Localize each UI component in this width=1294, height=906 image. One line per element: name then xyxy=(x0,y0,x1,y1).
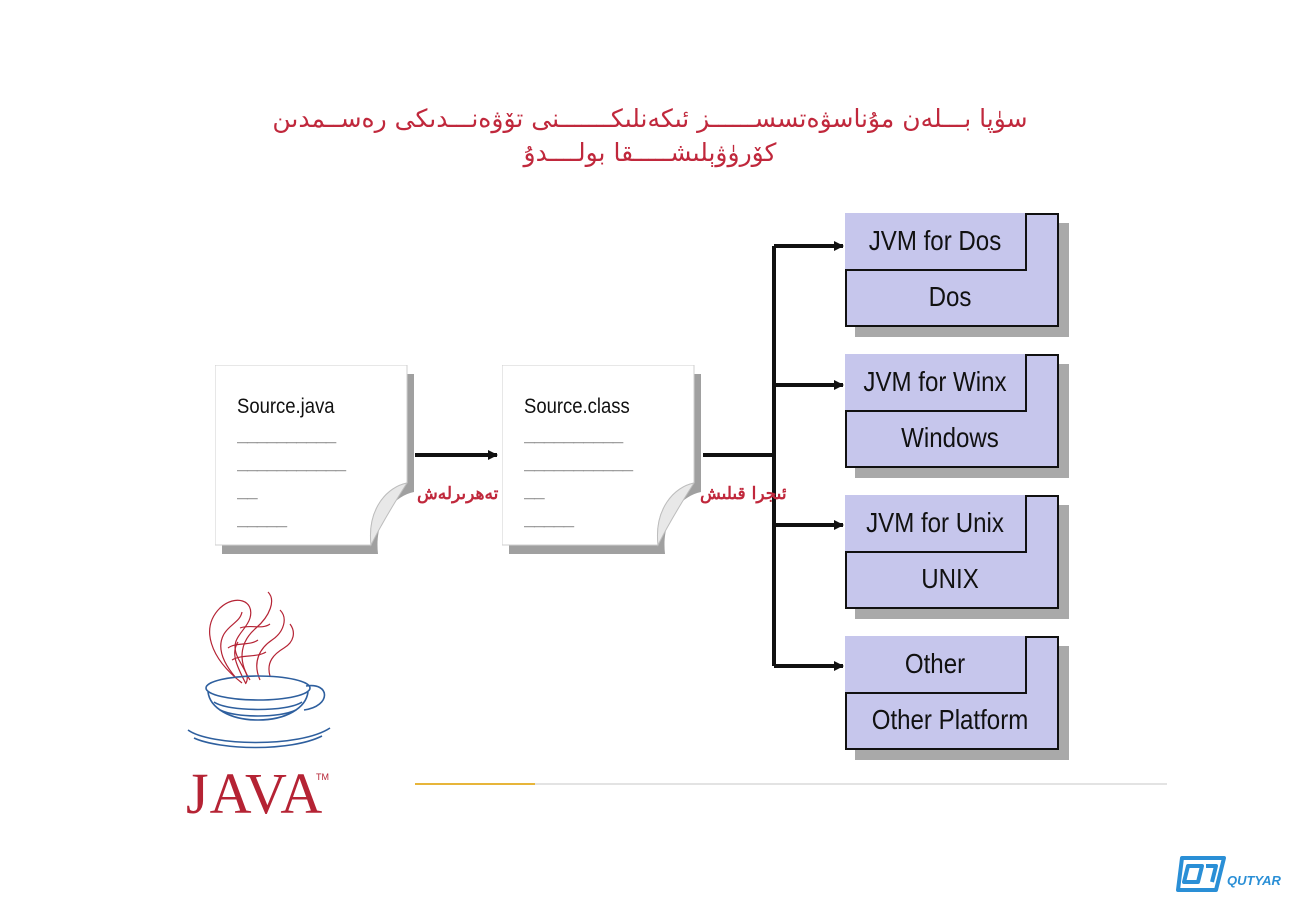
code-line: __________ xyxy=(237,423,336,444)
platform-box-windows: JVM for Winx Windows xyxy=(845,354,1069,478)
jvm-label: JVM for Dos xyxy=(868,225,1002,256)
java-trademark: TM xyxy=(316,772,329,782)
source-class-document: Source.class __________ ___________ __ _… xyxy=(502,365,701,554)
code-line: ___________ xyxy=(237,451,346,472)
qutyar-logo-icon xyxy=(1176,856,1226,892)
code-line: __ xyxy=(237,479,258,500)
platform-box-unix: JVM for Unix UNIX xyxy=(845,495,1069,619)
platform-box-other: Other Other Platform xyxy=(845,636,1069,760)
source-class-label: Source.class xyxy=(524,395,630,418)
document-sheet xyxy=(215,365,414,554)
os-label: UNIX xyxy=(921,563,979,594)
document-sheet xyxy=(502,365,701,554)
code-line: _____ xyxy=(237,507,287,528)
os-label: Other Platform xyxy=(871,704,1029,735)
title-line-2: كۆرۈۋېلىشـــــقا بولــــدۇ xyxy=(523,138,777,167)
footer-divider xyxy=(415,783,1167,785)
compile-label: تەھرىرلەش xyxy=(417,484,499,504)
title-line-1: سۈپا بـــلەن مۇناسۋەتسســــــز ئىكەنلىكـ… xyxy=(272,104,1028,133)
page-title: سۈپا بـــلەن مۇناسۋەتسســــــز ئىكەنلىكـ… xyxy=(150,102,1150,170)
os-label: Dos xyxy=(928,281,972,312)
platform-box-dos: JVM for Dos Dos xyxy=(845,213,1069,337)
code-line: ___________ xyxy=(524,451,633,472)
os-label: Windows xyxy=(901,422,999,453)
brand-name: QUTYAR xyxy=(1227,873,1281,888)
execute-label: ئىجرا قىلىش xyxy=(700,484,787,504)
jvm-label: Other xyxy=(904,648,966,679)
java-coffee-cup-icon xyxy=(187,591,331,749)
code-line: _____ xyxy=(524,507,574,528)
code-line: __________ xyxy=(524,423,623,444)
source-java-label: Source.java xyxy=(237,395,335,418)
source-java-document: Source.java __________ ___________ __ __… xyxy=(215,365,414,554)
jvm-label: JVM for Winx xyxy=(863,366,1007,397)
code-line: __ xyxy=(524,479,545,500)
jvm-label: JVM for Unix xyxy=(866,507,1004,538)
java-logo-text: JAVA xyxy=(186,761,324,826)
